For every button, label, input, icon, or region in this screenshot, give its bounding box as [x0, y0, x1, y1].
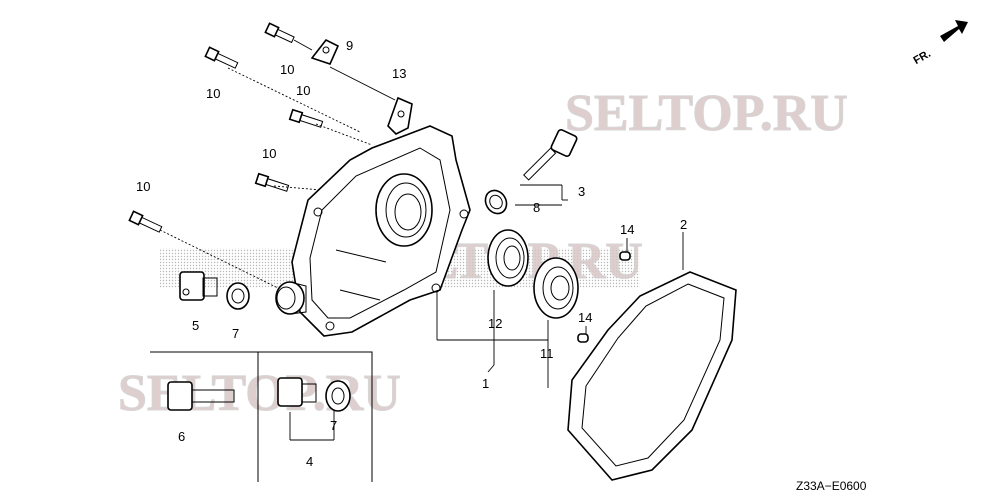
callout-label: 3	[578, 184, 585, 199]
callout-label: 5	[192, 318, 199, 333]
oil-seal-tube-icon	[275, 281, 307, 315]
long-drain-plug-icon	[167, 381, 235, 411]
callout-label: 14	[620, 222, 634, 237]
bolt-group	[128, 22, 324, 233]
callout-labels: 9 10 10 13 10 10 10 3 8 14 2 14 12 11 1 …	[136, 38, 687, 469]
callout-label: 10	[296, 83, 310, 98]
callout-label: 10	[262, 146, 276, 161]
callout-label: 8	[533, 200, 540, 215]
bolt-icon	[288, 108, 324, 128]
front-direction-indicator: FR.	[912, 20, 968, 67]
gasket-icon	[567, 271, 737, 481]
bolt-icon	[264, 22, 295, 44]
callout-label: 9	[346, 38, 353, 53]
bolt-icon	[128, 210, 163, 233]
callout-label: 1	[482, 376, 489, 391]
dowel-pin-icon	[619, 251, 631, 261]
oil-seal-icon	[487, 229, 529, 287]
callout-label: 13	[392, 66, 406, 81]
callout-label: 11	[540, 346, 554, 361]
drawing-code: Z33A−E0600	[796, 479, 867, 493]
callout-label: 12	[488, 316, 502, 331]
callout-label: 7	[330, 418, 337, 433]
callout-label: 10	[136, 179, 150, 194]
dowel-pin-icon	[577, 333, 589, 343]
oil-dipstick-icon	[523, 128, 578, 181]
o-ring-icon	[484, 189, 508, 215]
clip-bracket-icon	[310, 38, 340, 65]
callout-label: 14	[578, 310, 592, 325]
leader-lines	[159, 39, 684, 441]
front-arrow-icon	[940, 20, 968, 42]
watermark-bottom: SELTOP.RU	[118, 365, 401, 422]
drain-plug-alt-icon	[277, 377, 317, 407]
callout-label: 6	[178, 429, 185, 444]
bolt-icon	[204, 46, 239, 69]
callout-label: 2	[680, 217, 687, 232]
callout-label: 10	[280, 62, 294, 77]
ball-bearing-icon	[533, 257, 579, 319]
callout-label: 7	[232, 326, 239, 341]
bolt-icon	[254, 172, 290, 192]
hanger-bracket-icon	[387, 96, 413, 135]
washer-icon	[226, 282, 250, 310]
fr-label: FR.	[912, 48, 933, 67]
callout-label: 4	[306, 454, 313, 469]
washer-alt-icon	[325, 380, 351, 412]
callout-label: 10	[206, 86, 220, 101]
crankcase-cover-icon	[291, 125, 471, 337]
inset-frame	[150, 351, 373, 482]
drain-plug-icon	[179, 271, 218, 301]
watermark-top: SELTOP.RU	[565, 85, 848, 142]
